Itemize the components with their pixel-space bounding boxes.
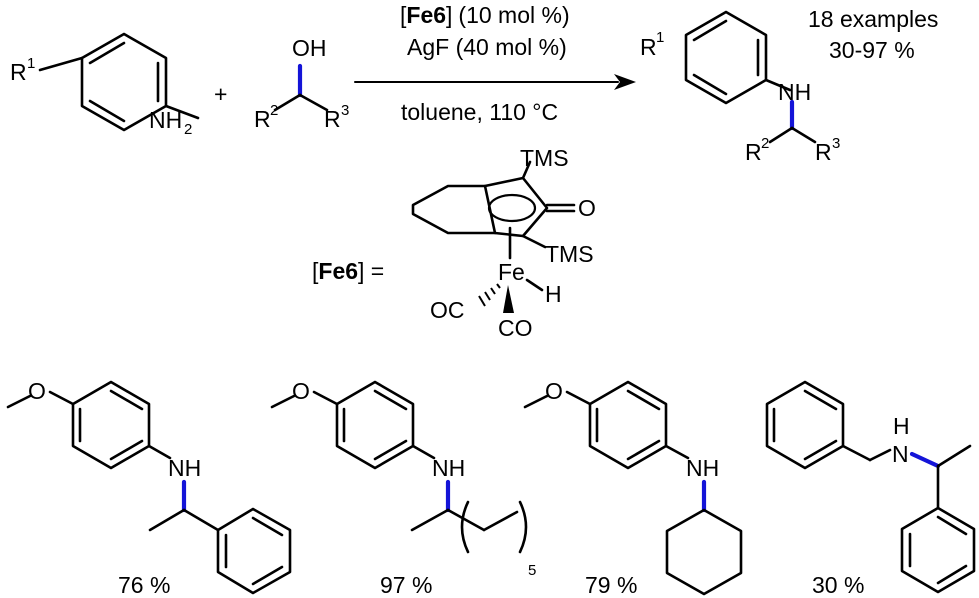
r2-index: 2 [270, 102, 278, 119]
r3-label: R [324, 106, 341, 132]
example-1: O NH 76 % [6, 378, 292, 598]
example-1-yield: 76 % [118, 572, 170, 598]
r3-index: 3 [341, 102, 349, 119]
examples-count: 18 examples [808, 6, 938, 32]
r2-label: R [254, 106, 271, 132]
solvent-temperature: toluene, 110 °C [401, 99, 558, 125]
co-left-label: OC [430, 297, 465, 323]
fe6-definition-label: [Fe6] = [312, 258, 384, 284]
example-3-nh: NH [686, 455, 719, 481]
example-2: O NH 5 97 % [270, 378, 536, 598]
yield-range: 30-97 % [829, 37, 915, 63]
product-r1-label: R [640, 34, 657, 60]
hydride-label: H [545, 281, 562, 307]
example-4-yield: 30 % [812, 572, 864, 598]
amine-product: R 1 NH R 2 R 3 [640, 10, 840, 165]
product-r3-label: R [815, 139, 832, 165]
example-3: O NH 79 % [523, 378, 743, 598]
tms-top-label: TMS [520, 145, 569, 171]
tms-bottom-label: TMS [545, 241, 594, 267]
reaction-arrow [354, 74, 636, 90]
additive-condition: AgF (40 mol %) [407, 34, 567, 60]
amine-subscript: 2 [184, 121, 192, 138]
hydroxyl-label: OH [292, 35, 327, 61]
example-2-chain-repeat: 5 [528, 562, 536, 579]
example-2-nh: NH [432, 455, 465, 481]
product-r2-index: 2 [761, 135, 769, 152]
plus-sign: + [214, 81, 227, 107]
catalyst-condition: [Fe6](10 mol %) [400, 2, 570, 28]
r1-label: R [10, 59, 27, 85]
methoxy-o: O [28, 378, 46, 404]
hashed-bond [478, 283, 501, 307]
example-4: H N 30 % [765, 380, 976, 598]
iron-label: Fe [498, 259, 525, 285]
methoxy-o: O [292, 378, 310, 404]
fe6-catalyst-structure: [Fe6] = TMS O TMS Fe H OC CO [312, 145, 596, 341]
alcohol-reactant: OH R 2 R 3 [254, 35, 349, 132]
product-r3-index: 3 [832, 135, 840, 152]
aniline-reactant: R 1 NH 2 [10, 32, 200, 138]
r1-index: 1 [27, 55, 35, 72]
example-3-yield: 79 % [585, 572, 637, 598]
example-4-h: H [893, 413, 910, 439]
methoxy-o: O [545, 378, 563, 404]
amine-group: NH [149, 107, 182, 133]
example-4-n: N [892, 441, 909, 467]
product-r2-label: R [745, 139, 762, 165]
example-2-yield: 97 % [380, 572, 432, 598]
example-1-nh: NH [168, 455, 201, 481]
wedge-bond [503, 285, 514, 313]
co-bottom-label: CO [498, 315, 533, 341]
product-r1-index: 1 [656, 29, 664, 46]
carbonyl-oxygen-label: O [578, 195, 596, 221]
product-nh-label: NH [778, 79, 811, 105]
